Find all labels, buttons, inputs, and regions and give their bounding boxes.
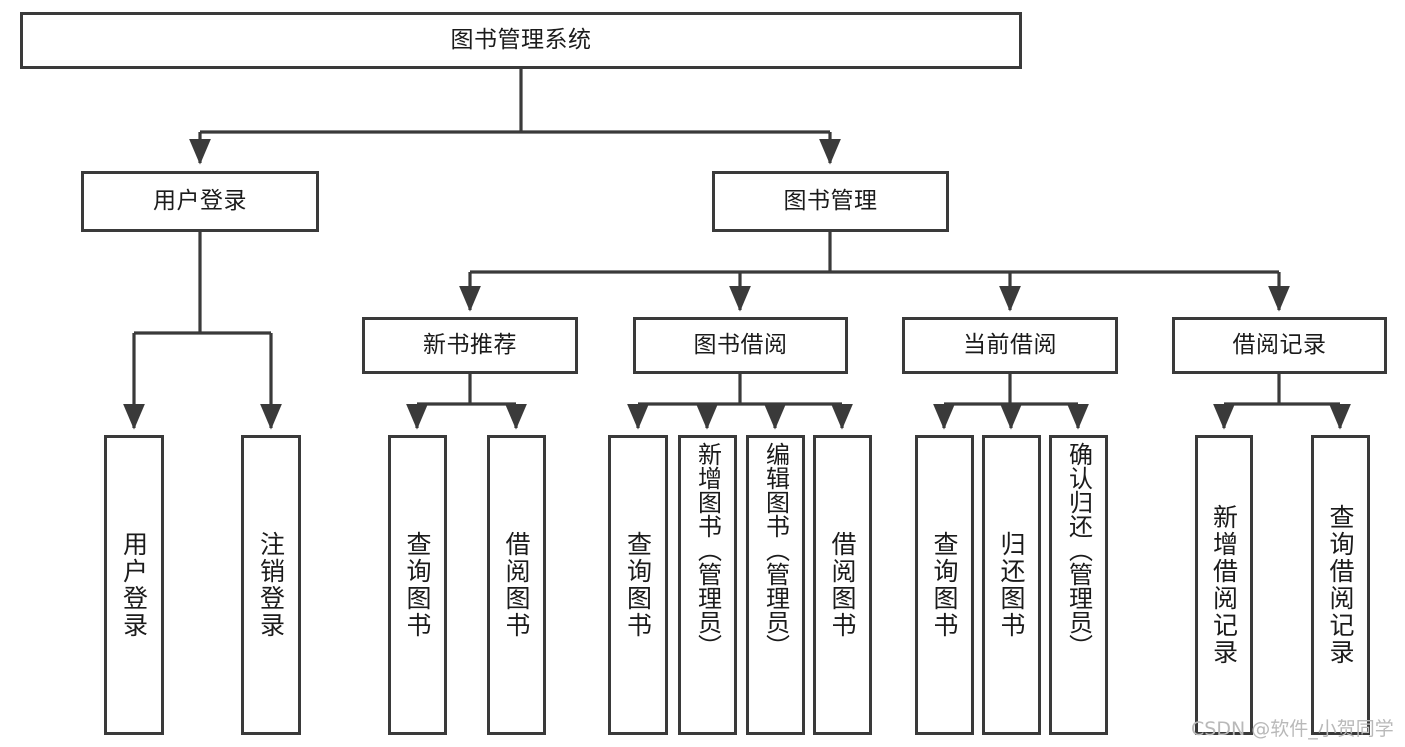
node-book-borrow-label: 图书借阅 [693, 332, 788, 359]
node-leaf-add-borrow-record-label: 新增借阅记录 [1209, 504, 1239, 666]
node-leaf-confirm-return-admin-label: 确认归还（管理员） [1064, 442, 1093, 658]
node-root-label: 图书管理系统 [450, 27, 592, 54]
node-user-login[interactable]: 用户登录 [81, 171, 319, 232]
node-leaf-add-book-admin[interactable]: 新增图书（管理员） [678, 435, 737, 735]
node-leaf-user-login[interactable]: 用户登录 [104, 435, 164, 735]
node-leaf-return-book-label: 归还图书 [997, 531, 1026, 639]
node-leaf-borrow-book-2-label: 借阅图书 [828, 531, 857, 639]
node-borrow-record[interactable]: 借阅记录 [1172, 317, 1387, 374]
node-leaf-confirm-return-admin[interactable]: 确认归还（管理员） [1049, 435, 1108, 735]
node-root[interactable]: 图书管理系统 [20, 12, 1022, 69]
node-leaf-query-borrow-record[interactable]: 查询借阅记录 [1311, 435, 1370, 735]
node-current-borrow[interactable]: 当前借阅 [902, 317, 1118, 374]
node-book-management-label: 图书管理 [783, 188, 878, 215]
node-leaf-edit-book-admin[interactable]: 编辑图书（管理员） [746, 435, 805, 735]
node-leaf-query-book-3[interactable]: 查询图书 [915, 435, 974, 735]
node-leaf-user-login-label: 用户登录 [119, 531, 149, 639]
node-leaf-borrow-book-2[interactable]: 借阅图书 [813, 435, 872, 735]
node-current-borrow-label: 当前借阅 [963, 332, 1057, 359]
node-leaf-query-book-3-label: 查询图书 [930, 531, 959, 639]
node-leaf-borrow-book-1[interactable]: 借阅图书 [487, 435, 546, 735]
node-user-login-label: 用户登录 [153, 188, 247, 215]
node-leaf-edit-book-admin-label: 编辑图书（管理员） [761, 442, 790, 658]
node-book-management[interactable]: 图书管理 [712, 171, 949, 232]
node-leaf-query-borrow-record-label: 查询借阅记录 [1326, 504, 1355, 666]
node-book-borrow[interactable]: 图书借阅 [633, 317, 848, 374]
node-leaf-query-book-2-label: 查询图书 [623, 531, 653, 639]
node-borrow-record-label: 借阅记录 [1232, 332, 1327, 359]
node-new-book-recommend-label: 新书推荐 [423, 332, 517, 359]
node-new-book-recommend[interactable]: 新书推荐 [362, 317, 578, 374]
node-leaf-query-book-1-label: 查询图书 [403, 531, 432, 639]
node-leaf-add-book-admin-label: 新增图书（管理员） [693, 442, 722, 658]
node-leaf-logout-login[interactable]: 注销登录 [241, 435, 301, 735]
node-leaf-query-book-1[interactable]: 查询图书 [388, 435, 447, 735]
node-leaf-borrow-book-1-label: 借阅图书 [502, 531, 531, 639]
node-leaf-query-book-2[interactable]: 查询图书 [608, 435, 668, 735]
node-leaf-add-borrow-record[interactable]: 新增借阅记录 [1195, 435, 1253, 735]
node-leaf-logout-login-label: 注销登录 [256, 531, 286, 639]
node-leaf-return-book[interactable]: 归还图书 [982, 435, 1041, 735]
watermark-text: CSDN @软件_小贺同学 [1191, 718, 1394, 740]
